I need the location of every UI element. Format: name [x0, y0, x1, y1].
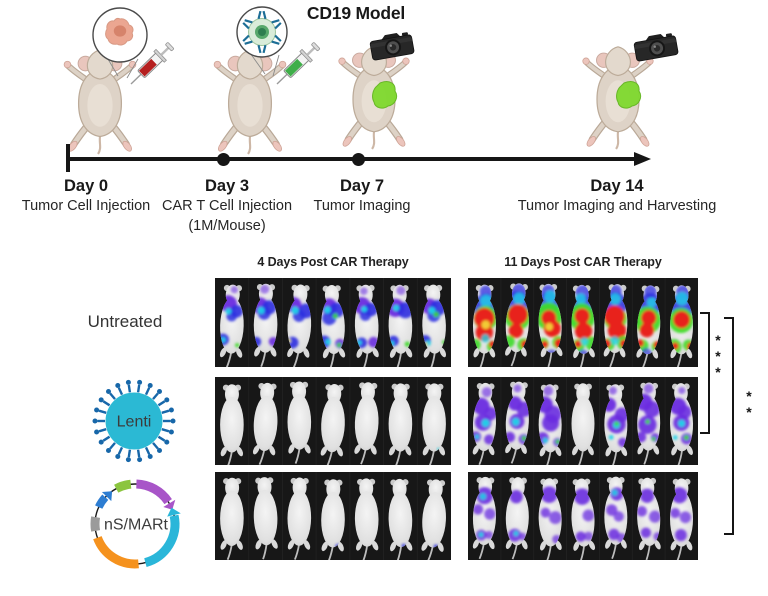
imaging-panel-lenti-4d	[215, 377, 451, 465]
tumor-cell-icon	[105, 17, 134, 46]
day-number: Day 14	[590, 177, 644, 195]
mouse-day3-illustration	[185, 6, 320, 155]
significance-stars-inner: ***	[710, 332, 726, 380]
day-subdescription: (1M/Mouse)	[188, 217, 266, 234]
plasmid-arrowhead-purple	[163, 499, 176, 510]
virus-capsid	[105, 392, 163, 450]
lentivirus-icon: Lenti	[92, 379, 176, 463]
magnifier-line	[272, 54, 280, 77]
virus-spikes	[92, 379, 176, 463]
row-label-nsmart: nS/MARt	[104, 517, 169, 534]
mouse-day14-illustration	[558, 33, 679, 153]
day-number: Day 0	[63, 177, 109, 195]
plasmid-map-icon: nS/MARt	[90, 479, 181, 569]
plasmid-segment-gray	[90, 516, 101, 532]
experiment-title: CD19 Model	[306, 3, 406, 23]
mouse-illustration	[64, 50, 136, 154]
mouse-day7-illustration	[312, 32, 415, 153]
imaging-panel-lenti-11d	[468, 377, 698, 465]
significance-bracket-outer	[724, 317, 734, 535]
day-description: CAR T Cell Injection	[161, 198, 293, 215]
plasmid-arrowhead-blue	[101, 491, 113, 502]
timeline-label-day14: Day 14 Tumor Imaging and Harvesting	[507, 176, 727, 217]
day-description: Tumor Cell Injection	[21, 198, 151, 215]
imaging-panel-nsmart-4d	[215, 472, 451, 560]
day-number: Day 3	[204, 177, 250, 195]
camera-icon	[633, 33, 679, 62]
mouse-day0-illustration	[35, 7, 174, 155]
imaging-panel-untreated-11d	[468, 278, 698, 367]
day-description: Tumor Imaging and Harvesting	[517, 198, 717, 215]
green-syringe-icon	[276, 42, 320, 85]
timeline-label-day0: Day 0 Tumor Cell Injection	[6, 176, 166, 217]
red-syringe-icon	[130, 42, 174, 85]
magnifier-line	[126, 58, 139, 79]
camera-icon	[369, 32, 415, 61]
green-tumor-blob	[616, 81, 642, 109]
row-label-lenti: Lenti	[117, 414, 152, 431]
plasmid-segment-orange	[93, 535, 139, 569]
timeline-dot-day3	[217, 152, 230, 166]
day-number: Day 7	[339, 177, 385, 195]
timeline-dot-day7	[352, 152, 365, 166]
timeline-arrowhead	[634, 151, 651, 166]
column-header-4days: 4 Days Post CAR Therapy	[257, 255, 409, 269]
significance-stars-outer: **	[741, 388, 757, 420]
imaging-panel-untreated-4d	[215, 278, 451, 367]
day-description: Tumor Imaging	[313, 198, 411, 215]
timeline-label-day7: Day 7 Tumor Imaging	[282, 176, 442, 217]
plasmid-arrowhead-cyan	[167, 507, 181, 517]
car-t-cell-icon	[242, 10, 282, 54]
row-label-untreated: Untreated	[87, 312, 163, 331]
plasmid-segment-cyan	[144, 514, 180, 567]
timeline-label-day3: Day 3 CAR T Cell Injection (1M/Mouse)	[147, 176, 307, 236]
significance-bracket-inner	[700, 312, 710, 434]
imaging-panel-nsmart-11d	[468, 472, 698, 560]
mouse-illustration	[214, 50, 286, 154]
green-tumor-blob	[372, 81, 398, 109]
plasmid-segment-green	[114, 479, 132, 493]
plasmid-segment-blue	[95, 494, 109, 509]
column-header-11days: 11 Days Post CAR Therapy	[504, 255, 662, 269]
timeline-tick-day0	[66, 144, 70, 172]
plasmid-segment-purple	[136, 479, 172, 505]
